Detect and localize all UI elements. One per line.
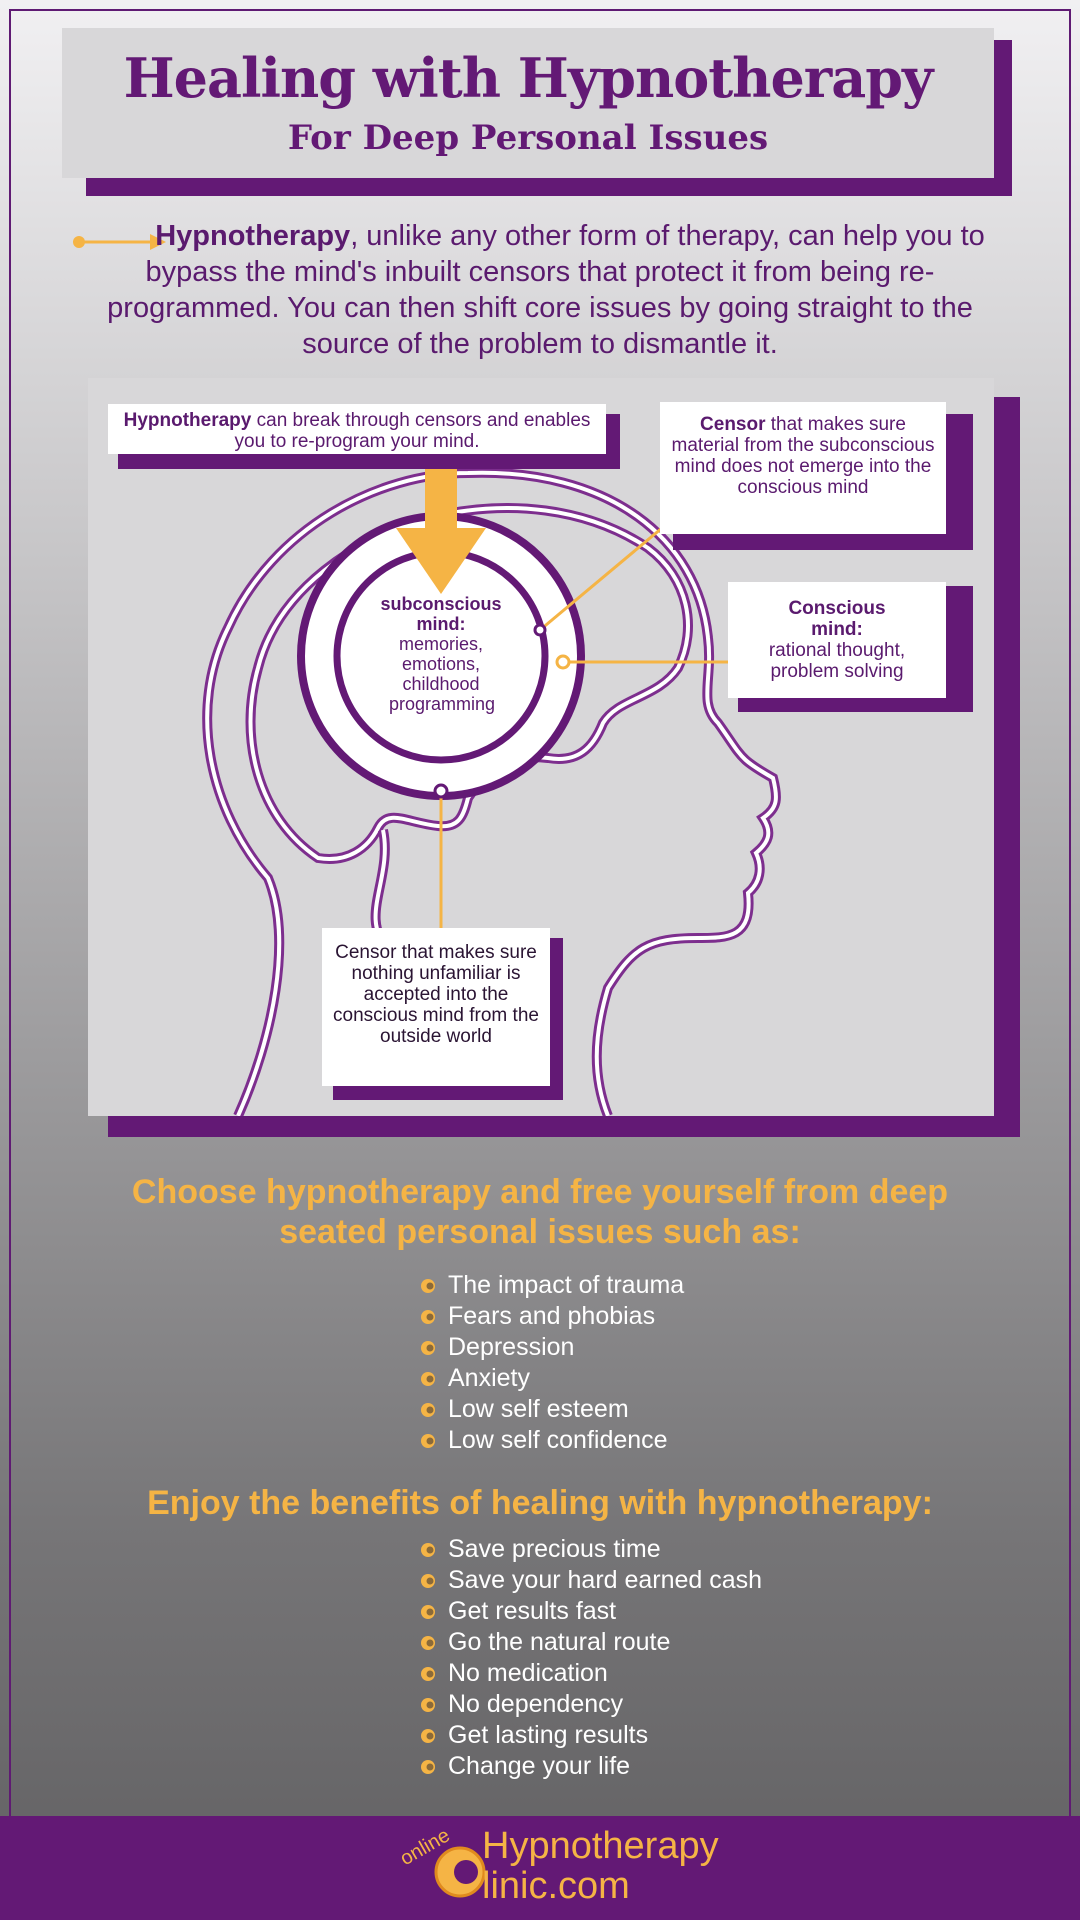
intro-lead: Hypnotherapy: [155, 220, 351, 252]
page-subtitle: For Deep Personal Issues: [287, 118, 769, 158]
list-item-label: No medication: [448, 1659, 608, 1687]
callout-hypnotherapy: Hypnotherapy can break through censors a…: [108, 404, 606, 454]
callout-bottom-text: Censor that makes sure nothing unfamilia…: [333, 942, 539, 1047]
list-item-label: Go the natural route: [448, 1628, 671, 1656]
list-item: Get lasting results: [420, 1720, 762, 1751]
list-item: Save your hard earned cash: [420, 1565, 762, 1596]
arrow-icon: [73, 234, 166, 250]
logo-main: Hypnotherapy: [482, 1825, 719, 1867]
list-item: Depression: [420, 1332, 684, 1363]
list-item-label: Anxiety: [448, 1364, 530, 1392]
bullet-icon: [421, 1728, 435, 1743]
list-item-label: Get results fast: [448, 1597, 617, 1625]
header: Healing with Hypnotherapy For Deep Perso…: [62, 28, 994, 178]
bullet-icon: [421, 1697, 435, 1712]
callout-censor-text: that makes sure material from the subcon…: [671, 414, 935, 498]
bullet-icon: [421, 1573, 435, 1588]
subconscious-text: memories, emotions, childhood programmin…: [389, 634, 496, 714]
callout-censor-bold: Censor: [700, 414, 766, 435]
callout-top-bold: Hypnotherapy: [123, 410, 252, 431]
bullet-icon: [421, 1604, 435, 1619]
bullet-icon: [421, 1278, 435, 1293]
callout-top-text: can break through censors and enables yo…: [234, 410, 591, 452]
list-item: The impact of trauma: [420, 1270, 684, 1301]
list-item: No medication: [420, 1658, 762, 1689]
intro-text: , unlike any other form of therapy, can …: [107, 220, 985, 360]
list-item-label: Change your life: [448, 1752, 631, 1780]
callout-conscious-text: rational thought, problem solving: [768, 640, 906, 682]
logo-sub: linic.com: [482, 1865, 630, 1907]
list-item-label: The impact of trauma: [448, 1271, 685, 1299]
bullet-icon: [421, 1371, 435, 1386]
list-item: Anxiety: [420, 1363, 684, 1394]
list-item-label: Low self confidence: [448, 1426, 668, 1454]
callout-outside-censor: Censor that makes sure nothing unfamilia…: [322, 928, 550, 1086]
subconscious-label: subconscious mind: memories, emotions, c…: [351, 594, 531, 714]
bullet-icon: [421, 1542, 435, 1557]
list-item: Change your life: [420, 1751, 762, 1782]
benefits-heading: Enjoy the benefits of healing with hypno…: [147, 1484, 933, 1522]
bullet-icon: [421, 1309, 435, 1324]
list-item-label: Save your hard earned cash: [448, 1566, 763, 1594]
head-diagram: [202, 446, 781, 1116]
list-item-label: Depression: [448, 1333, 575, 1361]
footer: [0, 1816, 1080, 1920]
bullet-icon: [421, 1635, 435, 1650]
list-item-label: Get lasting results: [448, 1721, 649, 1749]
list-item-label: Save precious time: [448, 1535, 661, 1563]
list-item: Get results fast: [420, 1596, 762, 1627]
list-item: No dependency: [420, 1689, 762, 1720]
list-item: Save precious time: [420, 1534, 762, 1565]
diagram-panel: Hypnotherapy can break through censors a…: [88, 378, 994, 1116]
bullet-icon: [421, 1340, 435, 1355]
intro-paragraph: Hypnotherapy, unlike any other form of t…: [70, 218, 1010, 362]
callout-censor: Censor that makes sure material from the…: [660, 402, 946, 534]
list-item: Go the natural route: [420, 1627, 762, 1658]
list-item: Low self esteem: [420, 1394, 684, 1425]
list-item: Low self confidence: [420, 1425, 684, 1456]
list-item-label: No dependency: [448, 1690, 624, 1718]
subconscious-bold: subconscious mind:: [380, 594, 502, 634]
bullet-icon: [421, 1433, 435, 1448]
bullet-icon: [421, 1402, 435, 1417]
issues-heading: Choose hypnotherapy and free yourself fr…: [131, 1173, 949, 1251]
list-item-label: Fears and phobias: [448, 1302, 656, 1330]
bullet-icon: [421, 1759, 435, 1774]
page-title: Healing with Hypnotherapy: [123, 46, 934, 110]
list-item: Fears and phobias: [420, 1301, 684, 1332]
list-item-label: Low self esteem: [448, 1395, 629, 1423]
logo-c-icon: [434, 1846, 486, 1898]
bullet-icon: [421, 1666, 435, 1681]
callout-conscious: Conscious mind: rational thought, proble…: [728, 582, 946, 698]
callout-conscious-bold: Conscious mind:: [788, 598, 886, 640]
